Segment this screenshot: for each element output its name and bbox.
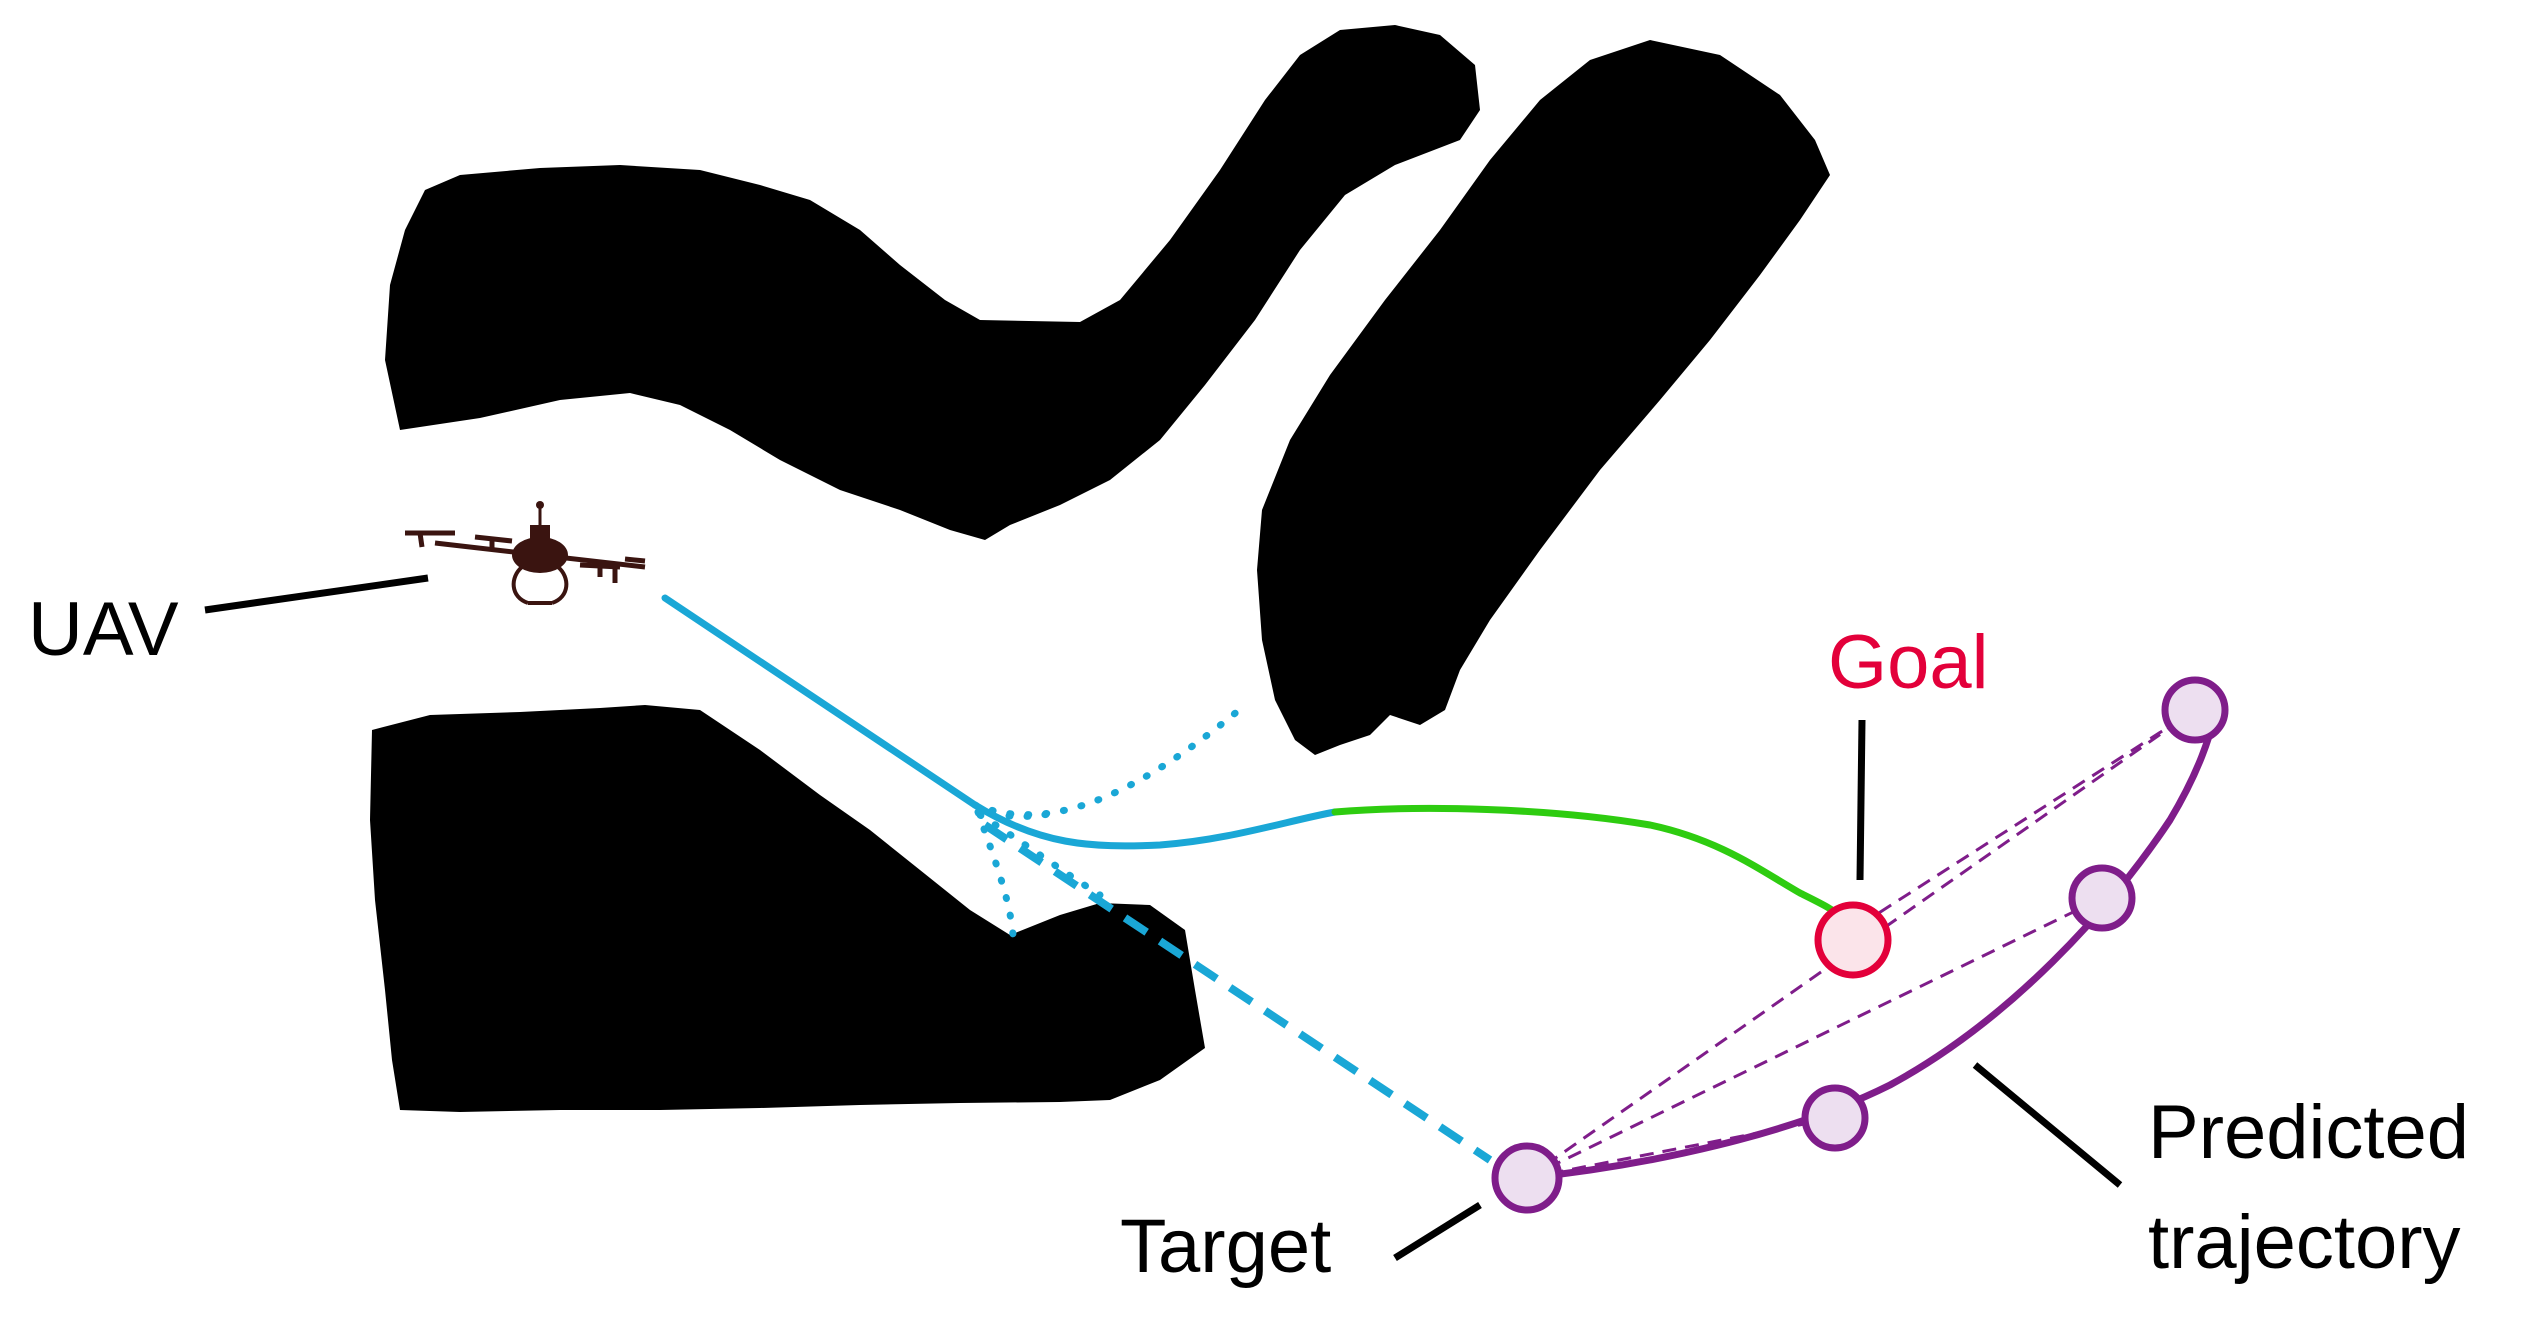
goal-circle [1814, 901, 1892, 979]
goal-label: Goal [1828, 620, 1989, 705]
prediction-waypoints [1491, 676, 2229, 1214]
target-circle [1491, 1142, 1563, 1214]
leader-lines [204, 574, 2123, 1261]
quadrotor-drone-icon [405, 501, 646, 605]
candidate-branch-up [971, 701, 1249, 819]
candidate-branch-down [974, 808, 1017, 939]
predicted-point-2 [2068, 864, 2136, 932]
obstacle-bottom-left [370, 705, 1205, 1112]
predicted-trajectory-label-line1: Predicted [2148, 1090, 2469, 1175]
predicted-point-3 [2161, 676, 2229, 744]
ray-to-p2 [1526, 896, 2103, 1180]
predicted-trajectory-curve [1523, 711, 2219, 1182]
predicted-point-1 [1801, 1084, 1869, 1152]
target-leader-line [1393, 1202, 1482, 1261]
obstacle-top-left [385, 25, 1480, 540]
obstacle-top-right [1257, 40, 1830, 755]
goal-leader-line [1856, 719, 1866, 881]
obstacles [370, 25, 1830, 1112]
uav-path-group [661, 594, 1493, 1164]
predicted-trajectory-label-line2: trajectory [2148, 1200, 2461, 1285]
goal-path [1331, 804, 1849, 924]
candidate-branch-low [976, 811, 1104, 899]
ray-to-p3 [1526, 708, 2196, 1180]
uav-label: UAV [28, 587, 179, 672]
ray-goal-to-p3 [1859, 708, 2196, 927]
uav-leader-line [204, 574, 429, 614]
uav-path-to-target-dashed [982, 821, 1493, 1164]
predicted-leader-line [1972, 1062, 2123, 1188]
target-label: Target [1120, 1204, 1331, 1289]
uav-path-solid [661, 594, 1339, 850]
